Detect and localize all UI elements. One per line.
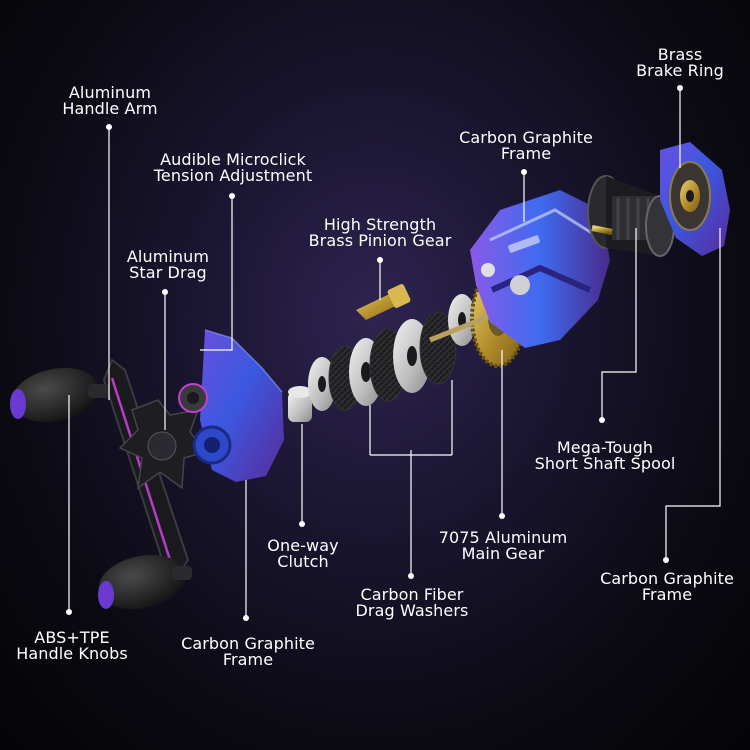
dot-drag-washers	[408, 573, 414, 579]
dot-frame-bottom	[243, 615, 249, 621]
leader-spool	[601, 228, 637, 420]
dot-spool	[599, 417, 605, 423]
right-side-plate	[660, 142, 730, 256]
leader-frame-right	[665, 228, 721, 560]
leader-lines	[68, 88, 721, 618]
main-frame	[470, 190, 610, 348]
dot-frame-right	[663, 557, 669, 563]
one-way-clutch	[288, 386, 312, 422]
leader-dots	[66, 85, 683, 621]
leader-drag-washers	[369, 380, 453, 576]
left-side-plate	[178, 329, 284, 482]
dot-microclick	[229, 193, 235, 199]
handle-knob-bottom	[98, 554, 192, 610]
dot-frame-top	[521, 169, 527, 175]
dot-brake-ring	[677, 85, 683, 91]
handle-assembly	[10, 358, 208, 610]
star-drag-shape	[118, 399, 208, 490]
dot-handle-arm	[106, 124, 112, 130]
handle-knob-top	[10, 367, 110, 423]
dot-clutch	[299, 521, 305, 527]
pinion-gear	[356, 284, 411, 320]
dot-pinion-gear	[377, 257, 383, 263]
leader-microclick	[200, 196, 233, 351]
dot-star-drag	[162, 289, 168, 295]
dot-main-gear	[499, 513, 505, 519]
dot-handle-knobs	[66, 609, 72, 615]
drag-washers	[308, 294, 476, 411]
